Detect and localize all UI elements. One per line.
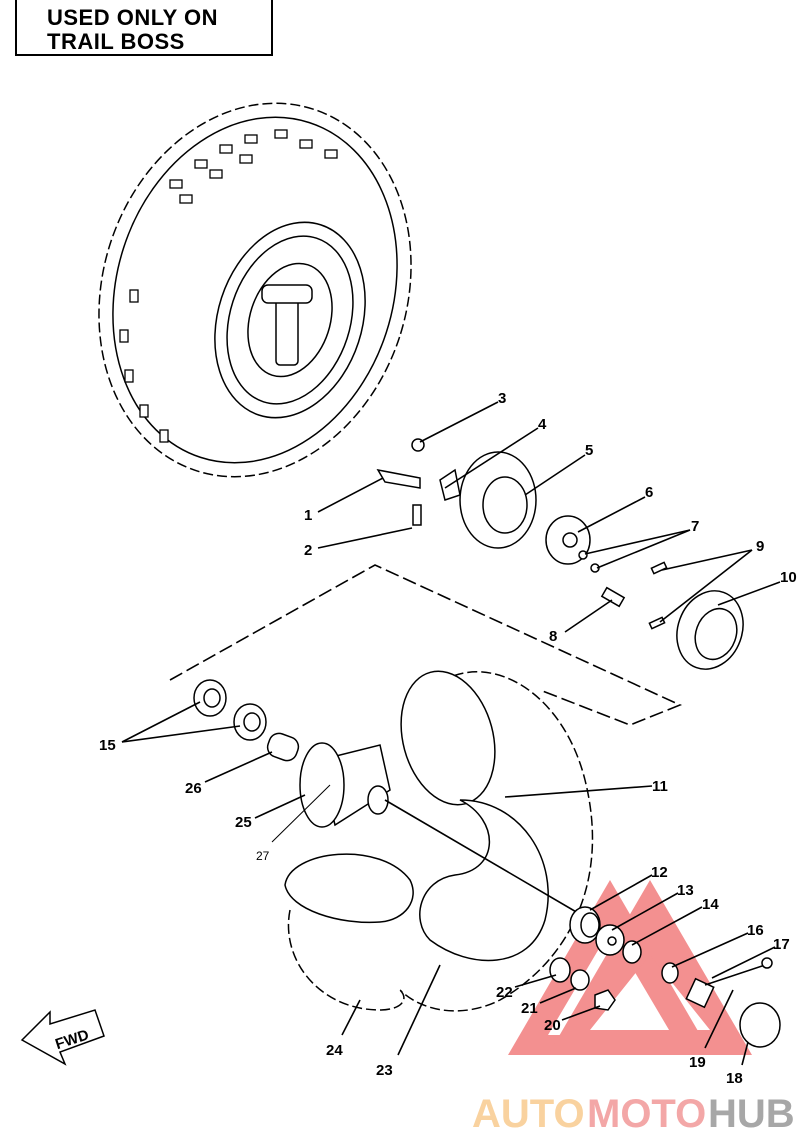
callout-18: 18 bbox=[726, 1070, 743, 1087]
callout-labels: 1 2 3 4 5 6 7 8 9 10 11 12 13 14 15 16 1… bbox=[99, 390, 797, 1087]
lower-wheel-assembly bbox=[193, 670, 594, 1012]
callout-3: 3 bbox=[498, 390, 506, 407]
callout-6: 6 bbox=[645, 484, 653, 501]
callout-19: 19 bbox=[689, 1054, 706, 1071]
watermark-moto: MOTO bbox=[587, 1092, 706, 1135]
callout-23: 23 bbox=[376, 1062, 393, 1079]
callout-15: 15 bbox=[99, 737, 116, 754]
watermark-triangle-right bbox=[548, 880, 752, 1055]
automotohub-watermark: AUTO MOTO HUB bbox=[472, 880, 795, 1135]
callout-22: 22 bbox=[496, 984, 513, 1001]
notice-line-1: USED ONLY ON bbox=[47, 5, 219, 30]
leader-lines bbox=[121, 401, 781, 1066]
callout-24: 24 bbox=[326, 1042, 343, 1059]
callout-9: 9 bbox=[756, 538, 764, 555]
upper-wheel-assembly bbox=[98, 102, 412, 478]
callout-2: 2 bbox=[304, 542, 312, 559]
callout-21: 21 bbox=[521, 1000, 538, 1017]
assembly-outline bbox=[169, 564, 683, 726]
trail-boss-notice: USED ONLY ON TRAIL BOSS bbox=[15, 0, 273, 56]
forward-arrow: FWD bbox=[20, 1009, 105, 1066]
callout-11: 11 bbox=[652, 778, 668, 795]
callout-27: 27 bbox=[256, 849, 270, 863]
callout-16: 16 bbox=[747, 922, 764, 939]
callout-5: 5 bbox=[585, 442, 593, 459]
callout-4: 4 bbox=[538, 416, 547, 433]
callout-25: 25 bbox=[235, 814, 252, 831]
callout-14: 14 bbox=[702, 896, 719, 913]
axle-parts bbox=[549, 906, 781, 1048]
callout-26: 26 bbox=[185, 780, 202, 797]
callout-13: 13 bbox=[677, 882, 694, 899]
notice-line-2: TRAIL BOSS bbox=[47, 29, 185, 54]
callout-17: 17 bbox=[773, 936, 790, 953]
callout-10: 10 bbox=[780, 569, 797, 586]
callout-20: 20 bbox=[544, 1017, 561, 1034]
watermark-auto: AUTO bbox=[472, 1092, 585, 1135]
callout-8: 8 bbox=[549, 628, 557, 645]
callout-1: 1 bbox=[304, 507, 312, 524]
callout-7: 7 bbox=[691, 518, 699, 535]
callout-12: 12 bbox=[651, 864, 668, 881]
watermark-hub: HUB bbox=[708, 1092, 795, 1135]
watermark-triangle-left bbox=[508, 880, 712, 1055]
brake-parts bbox=[376, 438, 744, 670]
